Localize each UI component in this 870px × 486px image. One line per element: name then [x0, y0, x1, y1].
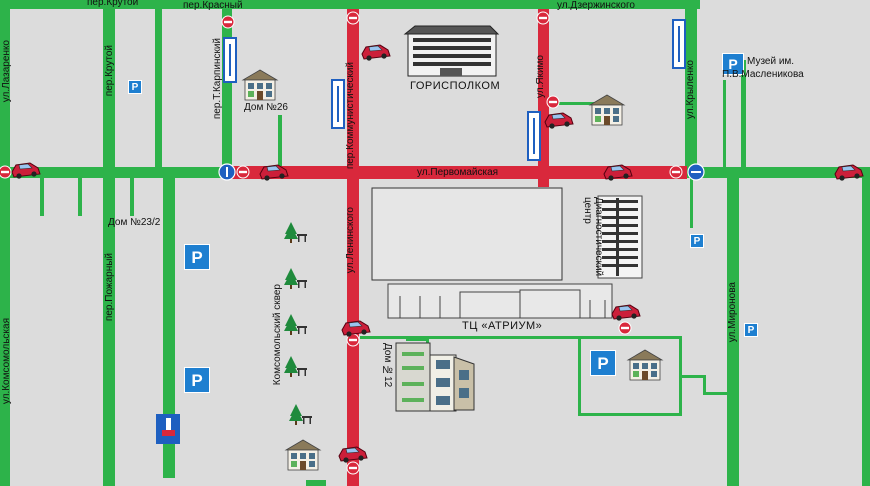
parking-sign-icon: P [184, 367, 210, 393]
diagnostic-building [597, 195, 643, 279]
parking-sign-icon: P [128, 80, 142, 94]
parking-sign-icon: P [744, 323, 758, 337]
parking-sign-icon: P [184, 244, 210, 270]
street-label-krutoy: пер.Крутой [104, 45, 115, 97]
gorispolkom-building [403, 25, 500, 77]
street-label-lazarenko: ул.Лазаренко [1, 40, 12, 103]
parking-sign-icon: P [690, 234, 704, 248]
dead-end-sign-icon [156, 414, 180, 444]
street-label-karpinsky: пер.Т.Карпинский [212, 38, 223, 120]
street-label-kommunisticheskiy: пер.Коммунистический [345, 62, 356, 170]
one-way-signs [223, 19, 686, 161]
atrium-label: ТЦ «АТРИУМ» [462, 320, 543, 332]
house-12-building [395, 342, 475, 412]
komsomolsky-square-label: Комсомольский сквер [272, 284, 283, 386]
trees [284, 222, 312, 425]
street-label-pervomayskaya: ул.Первомайская [417, 167, 499, 178]
diagnostic-center-label: Диагностический центр [582, 197, 604, 277]
house-26-label: Дом №26 [244, 102, 288, 113]
street-label-mironova: ул.Миронова [727, 282, 738, 343]
house-23-2-label: Дом №23/2 [108, 217, 161, 228]
street-label-dzerzhinskogo: ул.Дзержинского [557, 0, 635, 11]
house-12-label: Дом №12 [382, 343, 393, 388]
street-label-krylenko: ул.Крыленко [685, 60, 696, 119]
museum-label-line1: Музей им. [747, 56, 795, 67]
gorispolkom-label: ГОРИСПОЛКОМ [410, 80, 501, 92]
street-label-krasny: пер.Красный [183, 0, 243, 11]
red-streets [232, 9, 687, 486]
street-label-pozharny: пер.Пожарный [104, 253, 115, 322]
street-label-lenina: ул.Ленинского [345, 207, 356, 274]
round-signs [218, 163, 705, 181]
museum-label-line2: П.В.Масленикова [722, 69, 804, 80]
parking-sign-icon: P [590, 350, 616, 376]
atrium-building [387, 283, 613, 319]
parking-sign-icon: P [722, 53, 744, 75]
street-label-krutoy-top: пер.Крутой [87, 0, 139, 8]
street-label-komsomolskaya: ул.Комсомольская [1, 318, 12, 405]
street-label-yakimo: ул.Якимо [535, 55, 546, 99]
city-block [371, 187, 563, 281]
